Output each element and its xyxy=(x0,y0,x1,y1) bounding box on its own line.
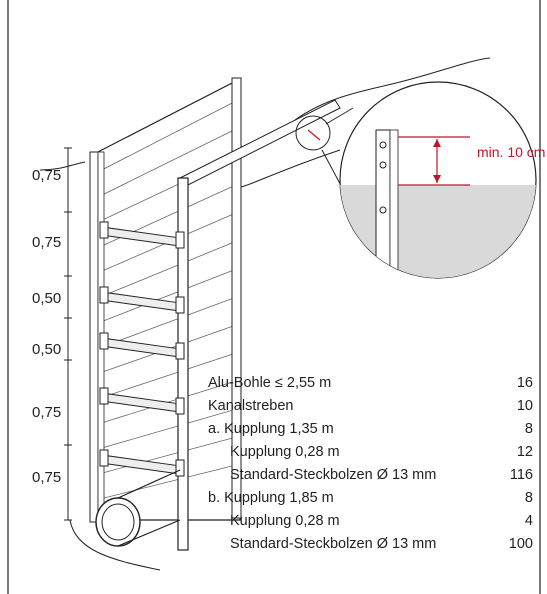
part-qty: 8 xyxy=(524,421,533,437)
detail-marker xyxy=(295,115,331,151)
terrain-left xyxy=(39,161,86,171)
part-qty: 4 xyxy=(524,513,533,529)
part-qty: 10 xyxy=(516,398,533,414)
part-name: a. Kupplung 1,35 m xyxy=(208,421,334,437)
parts-row: Alu-Bohle ≤ 2,55 m 16 xyxy=(208,372,533,395)
dimension-label-6: 0,75 xyxy=(32,469,62,486)
part-name: Standard-Steckbolzen Ø 13 mm xyxy=(230,536,437,552)
trench-bottom-left xyxy=(69,519,161,571)
pipe-top-edge xyxy=(117,469,181,499)
dimension-ticks xyxy=(64,147,72,521)
dimension-label-4: 0,50 xyxy=(32,341,62,358)
back-wall-boards xyxy=(91,99,241,501)
detail-marker-accent xyxy=(307,129,321,141)
part-name: Alu-Bohle ≤ 2,55 m xyxy=(208,375,332,391)
parts-row: Standard-Steckbolzen Ø 13 mm 116 xyxy=(208,464,533,487)
strut-clamps xyxy=(99,221,185,477)
pipe-end xyxy=(95,497,141,547)
front-rail xyxy=(177,177,189,551)
parts-list: Alu-Bohle ≤ 2,55 m 16 Kanalstreben 10 a. K… xyxy=(208,372,533,556)
part-qty: 16 xyxy=(516,375,533,391)
detail-leader-top xyxy=(325,107,354,125)
part-name: b. Kupplung 1,85 m xyxy=(208,490,334,506)
part-qty: 8 xyxy=(524,490,533,506)
part-name: Standard-Steckbolzen Ø 13 mm xyxy=(230,467,437,483)
part-name: Kupplung 0,28 m xyxy=(230,513,340,529)
dimension-label-2: 0,75 xyxy=(32,234,62,251)
pipe-inner xyxy=(101,503,135,541)
detail-callout-label: min. 10 cm xyxy=(477,144,546,160)
parts-row: a. Kupplung 1,35 m 8 xyxy=(208,418,533,441)
back-rail-right xyxy=(231,77,242,519)
detail-soil xyxy=(340,185,536,278)
struts xyxy=(100,226,182,475)
part-name: Kanalstreben xyxy=(208,398,294,414)
parts-row: Kupplung 0,28 m 4 xyxy=(208,510,533,533)
part-name: Kupplung 0,28 m xyxy=(230,444,340,460)
parts-row: Kupplung 0,28 m 12 xyxy=(208,441,533,464)
parts-row: Standard-Steckbolzen Ø 13 mm 100 xyxy=(208,533,533,556)
part-qty: 12 xyxy=(516,444,533,460)
parts-row: b. Kupplung 1,85 m 8 xyxy=(208,487,533,510)
dimension-label-1: 0,75 xyxy=(32,167,62,184)
terrain-top xyxy=(294,57,491,121)
part-qty: 100 xyxy=(508,536,533,552)
dimension-label-5: 0,75 xyxy=(32,404,62,421)
back-rail-left xyxy=(89,151,99,523)
pipe-bottom-edge xyxy=(117,519,181,547)
dimension-label-3: 0,50 xyxy=(32,290,62,307)
part-qty: 116 xyxy=(509,467,533,483)
parts-row: Kanalstreben 10 xyxy=(208,395,533,418)
